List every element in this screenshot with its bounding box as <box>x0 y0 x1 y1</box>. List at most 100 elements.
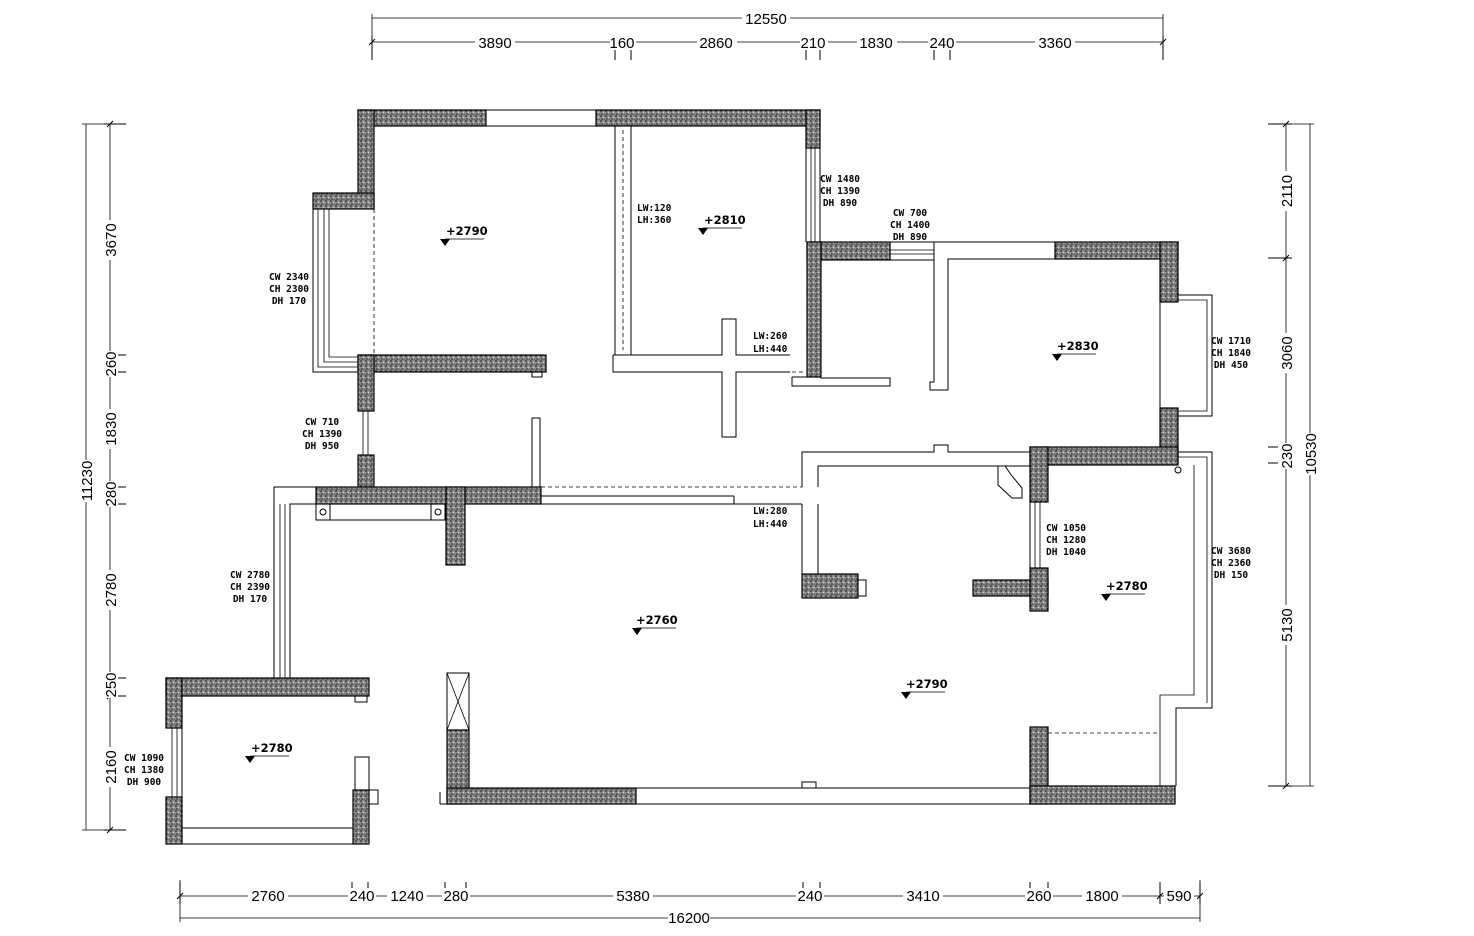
level-marker: +2790 <box>901 677 948 699</box>
opening-sill: DH 150 <box>1214 570 1249 581</box>
bottom-dim-2: 240 <box>349 888 374 905</box>
opening-height: CH 1400 <box>890 220 930 231</box>
dimension-tick <box>1159 38 1167 46</box>
right-dim-2: 3060 <box>1279 336 1296 369</box>
dimension-tick <box>1156 892 1164 900</box>
top-dim-4: 210 <box>800 35 825 52</box>
opening-width: CW 1710 <box>1211 336 1251 347</box>
right-dim-1: 2110 <box>1279 175 1296 207</box>
opening-width: CW 2340 <box>269 272 309 283</box>
level-value: +2790 <box>446 224 488 238</box>
left-dimensions: 11230 3670 260 1830 280 2780 250 2160 <box>78 220 120 787</box>
opening-height: CH 1390 <box>820 186 860 197</box>
level-marker: +2760 <box>632 613 678 635</box>
right-dimensions: 2110 3060 230 5130 10530 <box>1278 171 1320 645</box>
opening-height: CH 1280 <box>1046 535 1086 546</box>
right-dim-4: 5130 <box>1279 608 1296 641</box>
left-dim-5: 2780 <box>103 573 120 606</box>
lintel-width: LW:260 <box>753 331 788 342</box>
opening-sill: DH 890 <box>823 198 858 209</box>
opening-sill: DH 170 <box>233 594 268 605</box>
dimension-tick <box>1282 120 1290 128</box>
opening-height: CH 2300 <box>269 284 309 295</box>
opening-height: CH 1380 <box>124 765 164 776</box>
wall-segment <box>357 354 547 373</box>
opening-sill: DH 1040 <box>1046 547 1086 558</box>
lintel-annotations: LW:120 LH:360 LW:260 LH:440 LW:280 LH:44… <box>637 203 788 530</box>
opening-label: CW 700 CH 1400 DH 890 <box>890 208 930 243</box>
opening-width: CW 710 <box>305 417 340 428</box>
opening-sill: DH 890 <box>893 232 928 243</box>
top-dim-2: 160 <box>609 35 634 52</box>
lintel-height: LH:440 <box>753 519 788 530</box>
opening-width: CW 1050 <box>1046 523 1086 534</box>
lintel-height: LH:360 <box>637 215 672 226</box>
left-total-dim: 11230 <box>79 461 96 502</box>
bottom-total-dim: 16200 <box>668 910 710 927</box>
wall-segment <box>805 109 821 149</box>
wall-segment <box>1029 446 1179 466</box>
level-marker: +2790 <box>440 224 488 246</box>
opening-label: CW 2780 CH 2390 DH 170 <box>230 570 270 605</box>
dimension-tick <box>1282 782 1290 790</box>
opening-height: CH 1840 <box>1211 348 1251 359</box>
opening-width: CW 3680 <box>1211 546 1251 557</box>
top-dim-6: 240 <box>929 35 954 52</box>
wall-segment <box>1029 785 1176 805</box>
bottom-dim-8: 260 <box>1026 888 1051 905</box>
right-total-dim: 10530 <box>1303 433 1320 475</box>
opening-label: CW 710 CH 1390 DH 950 <box>302 417 342 452</box>
lintel-label: LW:260 LH:440 <box>753 331 788 355</box>
opening-width: CW 2780 <box>230 570 270 581</box>
opening-label: CW 3680 CH 2360 DH 150 <box>1211 546 1251 581</box>
top-dim-7: 3360 <box>1038 35 1071 52</box>
dimension-tick <box>106 120 114 128</box>
level-marker: +2830 <box>1052 339 1099 361</box>
opening-width: CW 1090 <box>124 753 164 764</box>
dimension-tick <box>1282 254 1290 262</box>
bottom-dim-4: 280 <box>443 888 468 905</box>
opening-annotations: CW 2340 CH 2300 DH 170 CW 1480 CH 1390 D… <box>124 174 1251 788</box>
wall-segment <box>352 789 370 845</box>
bottom-dim-1: 2760 <box>251 888 284 905</box>
dimension-tick <box>1196 892 1204 900</box>
dimension-ticks <box>104 36 1292 904</box>
dimension-tick <box>106 826 114 834</box>
wall-segment <box>595 109 821 127</box>
opening-label: CW 1090 CH 1380 DH 900 <box>124 753 164 788</box>
lintel-label: LW:120 LH:360 <box>637 203 672 226</box>
level-value: +2780 <box>1106 579 1148 593</box>
opening-sill: DH 950 <box>305 441 340 452</box>
opening-label: CW 1710 CH 1840 DH 450 <box>1211 336 1251 371</box>
lintel-label: LW:280 LH:440 <box>753 506 788 530</box>
level-marker: +2810 <box>698 213 746 235</box>
bottom-dim-7: 3410 <box>906 888 939 905</box>
right-dim-3: 230 <box>1279 443 1296 468</box>
top-dimensions: 12550 3890 160 2860 210 1830 240 3360 <box>475 10 1075 52</box>
lintel-width: LW:120 <box>637 203 672 214</box>
wall-segment <box>801 573 859 599</box>
wall-segment <box>806 241 822 378</box>
wall-segment <box>315 486 542 505</box>
opening-sill: DH 900 <box>127 777 162 788</box>
wall-segment <box>165 677 183 729</box>
level-marker: +2780 <box>1101 579 1148 601</box>
bottom-dim-6: 240 <box>797 888 822 905</box>
left-dim-6: 250 <box>103 672 120 697</box>
top-dim-3: 2860 <box>699 35 732 52</box>
left-dim-7: 2160 <box>103 750 120 783</box>
left-dim-1: 3670 <box>103 223 120 256</box>
opening-width: CW 700 <box>893 208 928 219</box>
wall-segment <box>165 677 370 697</box>
lintel-height: LH:440 <box>753 344 788 355</box>
bottom-dim-9: 1800 <box>1085 888 1118 905</box>
opening-height: CH 2390 <box>230 582 270 593</box>
opening-label: CW 1050 CH 1280 DH 1040 <box>1046 523 1086 558</box>
opening-label: CW 2340 CH 2300 DH 170 <box>269 272 309 307</box>
wall-segment <box>1159 241 1179 303</box>
opening-sill: DH 170 <box>272 296 307 307</box>
level-value: +2810 <box>704 213 746 227</box>
bottom-dim-3: 1240 <box>390 888 423 905</box>
level-value: +2760 <box>636 613 678 627</box>
